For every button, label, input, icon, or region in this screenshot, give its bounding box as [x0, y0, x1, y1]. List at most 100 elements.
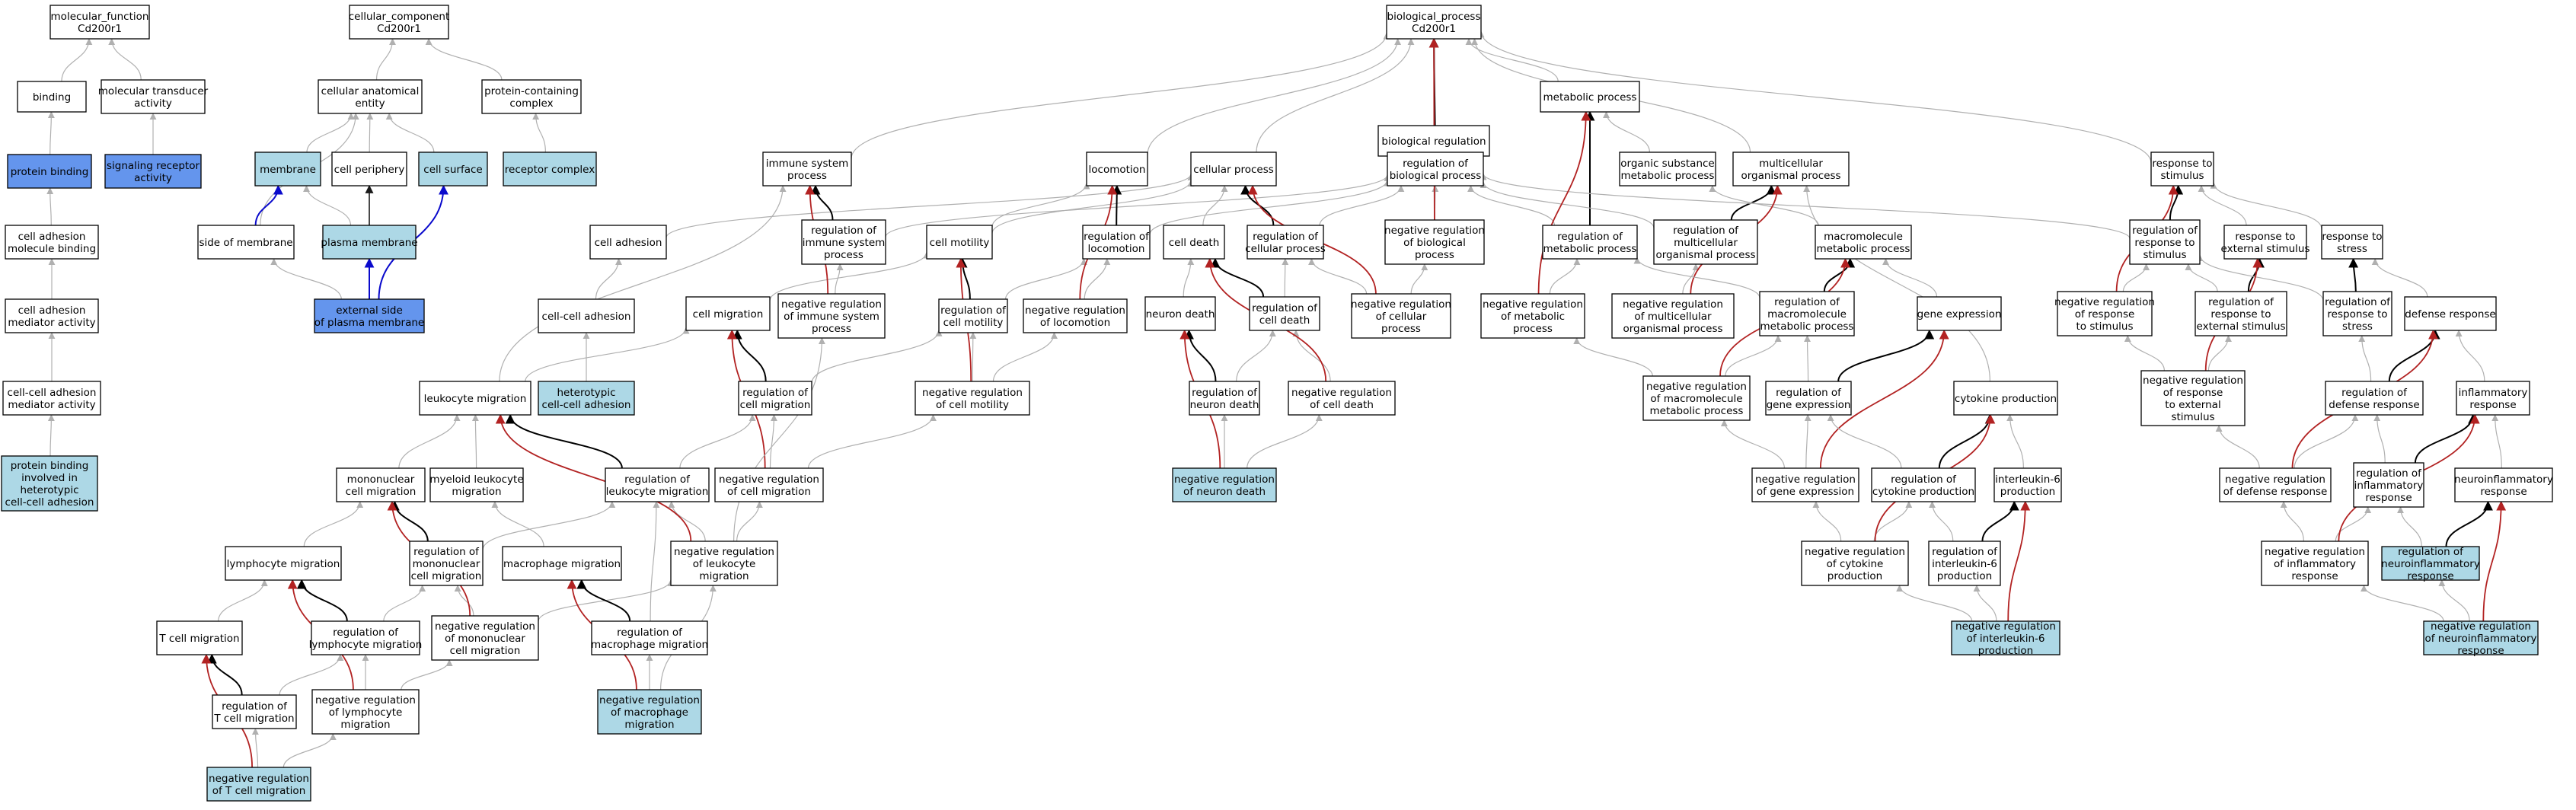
- go-term-node-csurf[interactable]: cell surface: [418, 151, 488, 187]
- go-term-node-defresp[interactable]: defense response: [2404, 296, 2497, 331]
- go-term-node-cca[interactable]: cell-cell adhesion: [538, 298, 635, 333]
- go-term-node-cdeath[interactable]: cell death: [1163, 225, 1225, 260]
- go-term-node-pm[interactable]: plasma membrane: [321, 225, 418, 260]
- go-term-node-loco[interactable]: locomotion: [1086, 151, 1148, 187]
- go-term-node-binding[interactable]: binding: [17, 81, 87, 113]
- go-term-node-som[interactable]: side of membrane: [197, 225, 295, 260]
- go-term-node-cper[interactable]: cell periphery: [331, 151, 407, 187]
- go-term-node-cmig[interactable]: cell migration: [685, 296, 771, 331]
- go-term-node-gexp[interactable]: gene expression: [1917, 296, 2002, 331]
- go-term-node-lymig[interactable]: lymphocyte migration: [225, 546, 342, 581]
- go-term-node-rtmig[interactable]: regulation ofT cell migration: [212, 694, 297, 729]
- go-term-node-rcomp[interactable]: receptor complex: [503, 151, 597, 187]
- go-term-node-metab[interactable]: metabolic process: [1540, 81, 1640, 113]
- go-term-node-tmig[interactable]: T cell migration: [156, 620, 243, 655]
- go-term-node-macmig[interactable]: macrophage migration: [502, 546, 622, 581]
- go-term-node-ndeath[interactable]: neuron death: [1144, 296, 1216, 331]
- node-box: [1653, 219, 1758, 265]
- go-term-node-breg[interactable]: biological regulation: [1377, 125, 1490, 157]
- go-term-node-cadh[interactable]: cell adhesion: [589, 225, 667, 260]
- go-term-node-cytprod[interactable]: cytokine production: [1953, 381, 2058, 416]
- go-term-node-cellp[interactable]: cellular process: [1190, 151, 1277, 187]
- go-term-node-membrane[interactable]: membrane: [254, 151, 321, 187]
- go-term-node-cmot[interactable]: cell motility: [926, 225, 993, 260]
- go-term-node-lmig[interactable]: leukocyte migration: [419, 381, 531, 416]
- go-term-node-pb[interactable]: protein binding: [7, 154, 92, 189]
